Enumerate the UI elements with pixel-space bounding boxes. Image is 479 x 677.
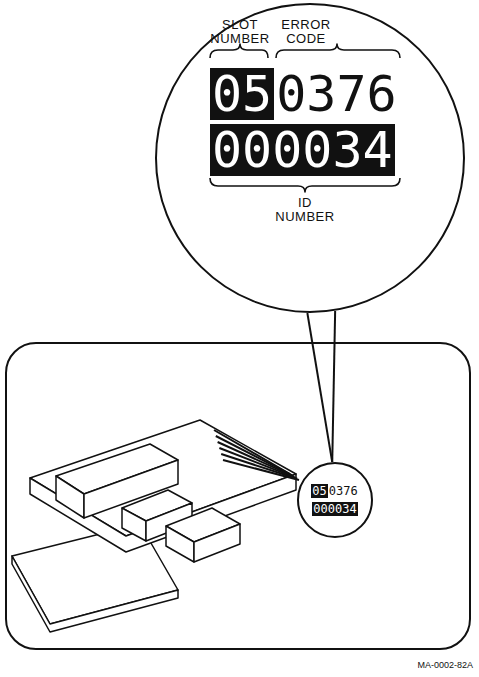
slot-stripe xyxy=(221,454,297,479)
id-digits: 000034 xyxy=(312,502,357,516)
slot-brace xyxy=(210,44,268,58)
error-heading: ERROR CODE xyxy=(274,18,338,46)
slot-digits: 05 xyxy=(210,68,274,120)
keyboard-edge xyxy=(12,556,178,632)
braces xyxy=(210,44,400,192)
card-slots xyxy=(214,430,299,480)
slot-heading: SLOT NUMBER xyxy=(208,18,272,46)
drive2-front xyxy=(194,524,240,562)
drive2-left xyxy=(166,526,194,562)
error-digits: 0376 xyxy=(328,484,359,498)
id-digits: 000034 xyxy=(210,124,395,176)
screen-outline xyxy=(6,343,470,649)
slot-digits: 05 xyxy=(311,484,327,498)
slot-stripe xyxy=(223,460,299,480)
error-digits: 0376 xyxy=(274,68,398,120)
slot-stripe xyxy=(218,442,294,476)
figure-number: MA-0002-82A xyxy=(417,660,473,671)
box-left xyxy=(56,476,84,518)
tail-line xyxy=(332,311,335,462)
balloon-tail xyxy=(307,311,335,462)
computer xyxy=(12,420,296,632)
screen-callout-circle: 050376 000034 xyxy=(297,462,373,538)
tail-line xyxy=(307,313,332,462)
id-brace xyxy=(210,178,400,192)
error-brace xyxy=(276,44,400,58)
id-heading: ID NUMBER xyxy=(273,196,337,224)
connectors xyxy=(307,311,335,462)
callout-balloon: SLOT NUMBERERROR CODE050376000034 ID NUMB… xyxy=(155,3,465,313)
drive-left xyxy=(122,508,146,541)
